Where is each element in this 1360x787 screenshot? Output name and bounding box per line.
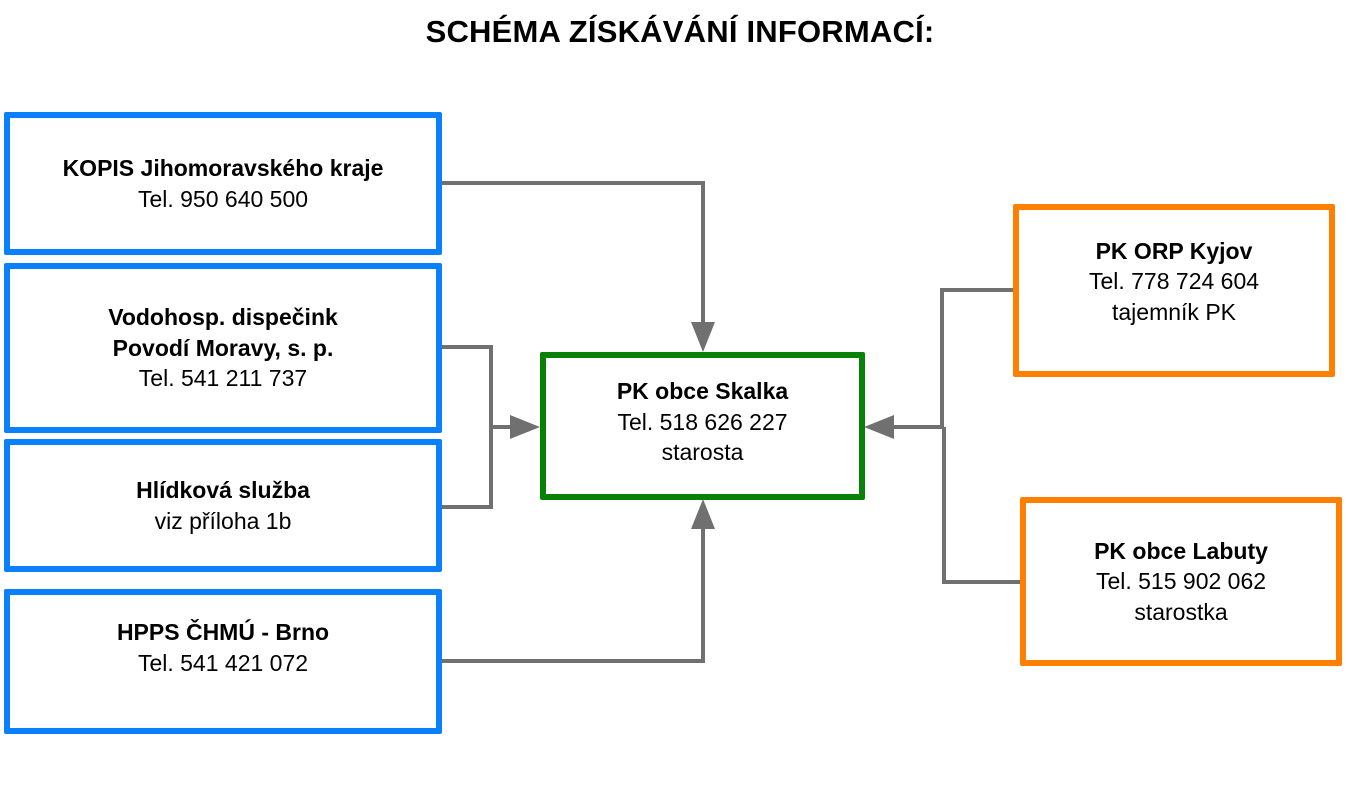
diagram-title: SCHÉMA ZÍSKÁVÁNÍ INFORMACÍ: (425, 14, 935, 49)
source-name-line2: Povodí Moravy, s. p. (112, 334, 334, 361)
arrowhead-left (510, 415, 540, 439)
center-name: PK obce Skalka (616, 378, 789, 405)
source-phone: Tel. 541 211 737 (138, 365, 308, 392)
neighbor-role: starostka (1134, 598, 1228, 625)
arrowhead-kopis (691, 322, 715, 352)
source-box-hpps: HPPS ČHMÚ - Brno Tel. 541 421 072 (4, 589, 442, 734)
source-name: Hlídková služba (136, 477, 310, 503)
source-box-vodohosp: Vodohosp. dispečink Povodí Moravy, s. p.… (4, 263, 442, 433)
center-box-skalka: PK obce Skalka Tel. 518 626 227 starosta (540, 352, 865, 500)
neighbor-role: tajemník PK (1112, 298, 1236, 325)
neighbor-box-labuty: PK obce Labuty Tel. 515 902 062 starostk… (1020, 497, 1342, 666)
source-name: HPPS ČHMÚ - Brno (116, 619, 330, 645)
neighbor-name: PK obce Labuty (1094, 537, 1268, 564)
neighbor-phone: Tel. 515 902 062 (1095, 568, 1267, 595)
arrowhead-hpps (691, 499, 715, 529)
source-box-kopis: KOPIS Jihomoravského kraje Tel. 950 640 … (4, 112, 442, 255)
connector-hpps (441, 529, 705, 663)
source-phone: Tel. 950 640 500 (137, 185, 309, 212)
neighbor-box-orp-kyjov: PK ORP Kyjov Tel. 778 724 604 tajemník P… (1013, 204, 1335, 377)
source-box-hlidkova: Hlídková služba viz příloha 1b (4, 439, 442, 572)
center-phone: Tel. 518 626 227 (617, 408, 788, 435)
neighbor-phone: Tel. 778 724 604 (1088, 268, 1260, 295)
source-note: viz příloha 1b (154, 507, 292, 534)
arrowhead-right (864, 415, 894, 439)
connector-labuty (942, 427, 1020, 584)
neighbor-name: PK ORP Kyjov (1095, 237, 1253, 264)
connector-orp (940, 288, 1013, 427)
source-name: KOPIS Jihomoravského kraje (62, 155, 384, 181)
connector-vodohosp (441, 345, 493, 509)
source-phone: Tel. 541 421 072 (137, 649, 309, 676)
source-name: Vodohosp. dispečink (108, 304, 338, 331)
connector-kopis (441, 181, 705, 322)
center-role: starosta (661, 439, 744, 466)
